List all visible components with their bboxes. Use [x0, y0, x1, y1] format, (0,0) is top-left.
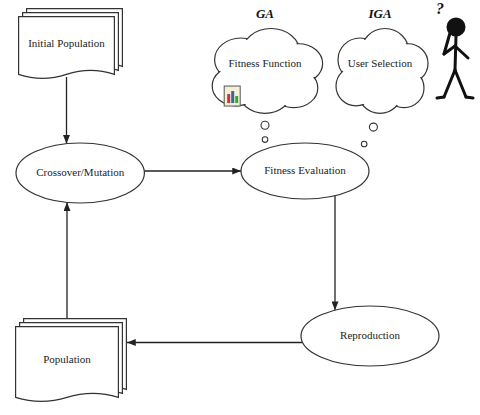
clipboard-icon	[224, 86, 240, 106]
thought-bubbles	[261, 121, 269, 142]
flow-arrow	[144, 170, 241, 171]
ellipse-outline	[16, 143, 144, 203]
chart-bar	[235, 96, 238, 103]
process-ellipse: Crossover/Mutation	[15, 142, 145, 204]
document-stack: Initial Population	[18, 8, 123, 83]
bubble	[361, 141, 367, 147]
text-area: User Selection	[345, 43, 415, 85]
document-stack: Population	[15, 318, 127, 406]
bubble	[261, 121, 269, 129]
node-text: Population	[43, 353, 91, 366]
text-area: Initial Population	[22, 18, 111, 69]
flow-arrow	[127, 342, 303, 343]
flow-arrow	[66, 77, 67, 144]
flow-arrow	[334, 196, 335, 310]
thought-bubbles	[361, 123, 377, 147]
chart-bar	[227, 94, 230, 103]
text-area: Crossover/Mutation	[21, 142, 139, 204]
process-ellipse: Fitness Evaluation	[240, 142, 370, 200]
thought-cloud: IGA User Selection	[330, 6, 430, 118]
cloud-lobe	[230, 43, 299, 100]
cloud-lobe	[351, 43, 408, 100]
ellipse-outline	[241, 143, 369, 199]
cloud-text: Fitness Function	[228, 57, 301, 70]
text-area: Population	[19, 328, 115, 392]
text-area: Fitness Function	[223, 43, 307, 85]
bubble	[369, 123, 377, 131]
flow-arrow	[66, 202, 67, 318]
sheet	[16, 327, 119, 402]
sheet	[19, 17, 115, 79]
cloud-text: User Selection	[348, 57, 412, 70]
node-text: Initial Population	[28, 37, 105, 50]
question-mark: ?	[436, 0, 444, 18]
node-text: Crossover/Mutation	[36, 166, 124, 179]
node-text: Fitness Evaluation	[264, 164, 346, 177]
chart-bar	[231, 91, 234, 103]
thought-cloud: GA Fitness Function	[205, 6, 325, 118]
cloud-heading: IGA	[330, 6, 430, 22]
node-text: Reproduction	[340, 329, 400, 342]
bubble	[262, 137, 268, 143]
text-area: Reproduction	[306, 305, 434, 367]
text-area: Fitness Evaluation	[246, 142, 364, 200]
ellipse-outline	[301, 306, 439, 366]
process-ellipse: Reproduction	[300, 305, 440, 367]
cloud-heading: GA	[205, 6, 325, 22]
